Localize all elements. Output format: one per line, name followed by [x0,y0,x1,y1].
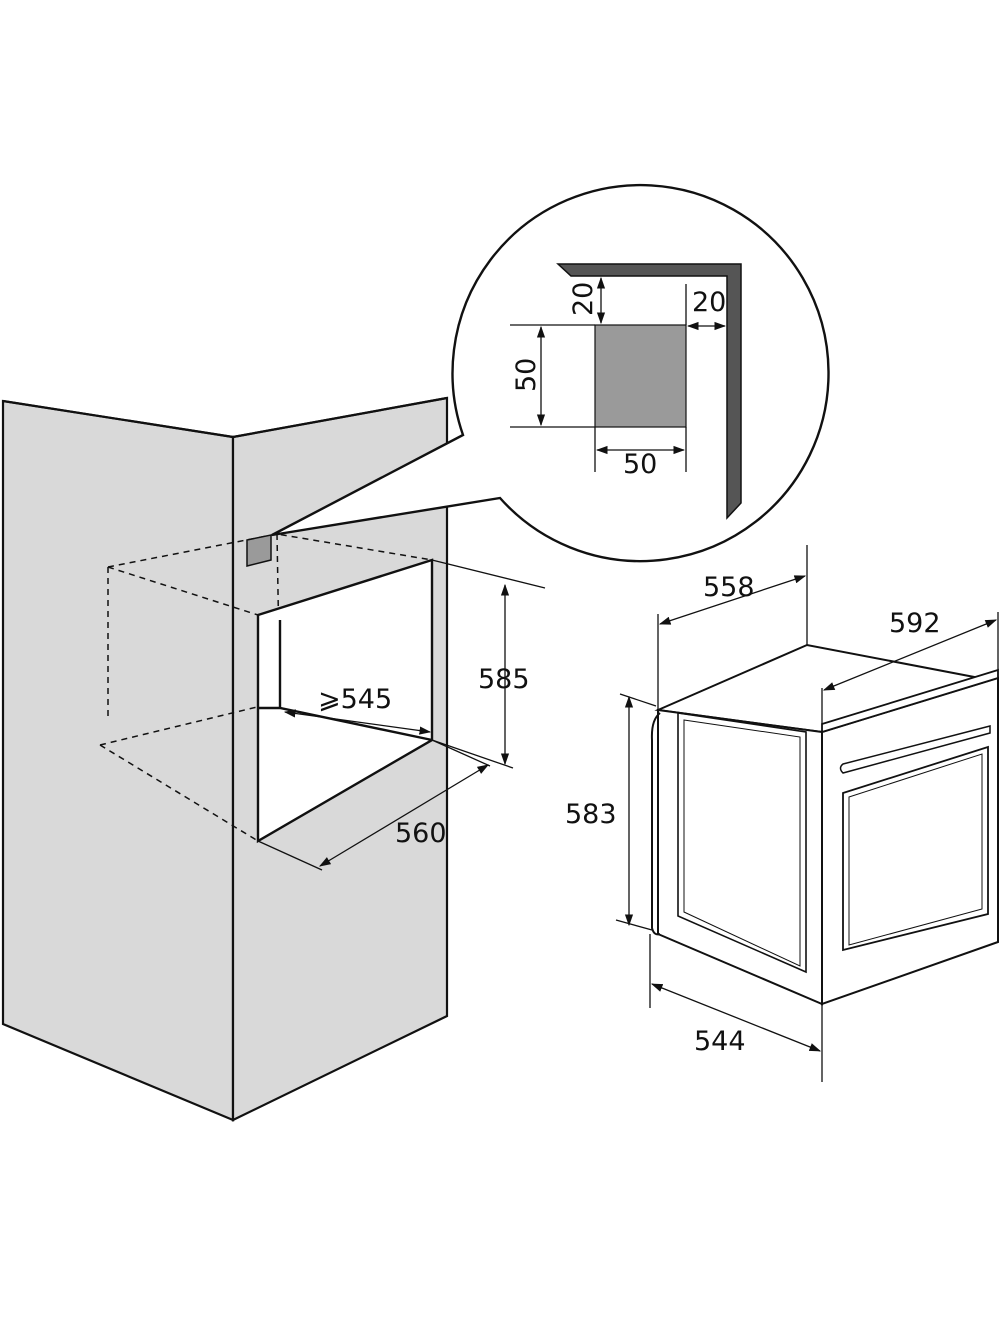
oven-back-hinge [650,712,661,936]
detail-callout [271,183,830,563]
oven-side-recess [677,712,807,974]
vent-side-offset-label: 20 [692,287,726,318]
oven-front-width-label: 592 [889,608,941,639]
oven-body-width-label: 544 [694,1026,746,1057]
niche-depth-label: ⩾545 [318,684,392,715]
niche-height-label: 585 [478,664,530,695]
oven [650,643,999,1006]
vent-opening [246,534,272,567]
cabinet-corner-profile [556,263,742,520]
oven-dimension-lines [615,545,999,1082]
vent-detail-square [594,324,687,428]
oven-door-window [842,745,989,952]
oven-door-handle [839,725,991,774]
cabinet-side-panel [1,399,235,1122]
oven-depth-label: 558 [703,572,755,603]
oven-height-label: 583 [565,799,617,830]
oven-side [657,708,823,1006]
niche-opening [256,558,434,844]
niche-dimension-lines [257,559,546,871]
vent-width-label: 50 [623,449,657,480]
niche-width-label: 560 [395,818,447,849]
cabinet-top-panel [2,396,448,439]
vent-top-offset-label: 20 [568,282,599,316]
vent-height-label: 50 [511,358,542,392]
